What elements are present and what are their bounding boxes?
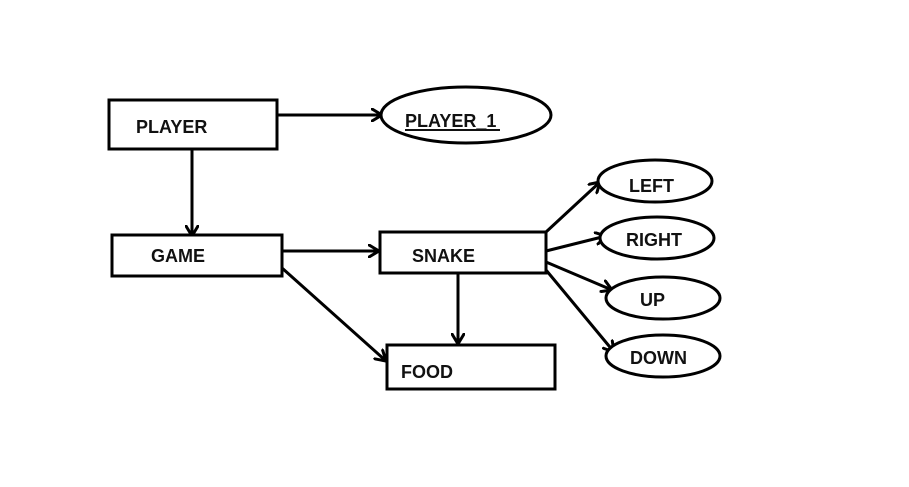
node-player-1: PLAYER_1 xyxy=(379,85,553,145)
node-player-label: PLAYER xyxy=(136,117,207,137)
edge-game-to-food xyxy=(280,266,388,363)
node-game-label: GAME xyxy=(151,246,205,266)
node-player-1-label: PLAYER_1 xyxy=(405,111,496,131)
node-food: FOOD xyxy=(385,343,557,391)
node-left: LEFT xyxy=(596,158,714,204)
node-down-label: DOWN xyxy=(630,348,687,368)
node-right: RIGHT xyxy=(598,215,716,261)
edge-snake-to-up xyxy=(544,260,614,290)
node-left-label: LEFT xyxy=(629,176,674,196)
node-player: PLAYER xyxy=(107,98,279,151)
node-food-label: FOOD xyxy=(401,362,453,382)
edge-snake-to-down xyxy=(544,268,616,354)
node-up: UP xyxy=(604,275,722,321)
node-up-label: UP xyxy=(640,290,665,310)
node-snake-label: SNAKE xyxy=(412,246,475,266)
node-right-label: RIGHT xyxy=(626,230,682,250)
edge-snake-to-left xyxy=(544,180,602,234)
node-game: GAME xyxy=(110,233,284,278)
node-down: DOWN xyxy=(604,333,722,379)
edge-snake-to-right xyxy=(544,236,608,253)
node-snake: SNAKE xyxy=(378,230,548,275)
